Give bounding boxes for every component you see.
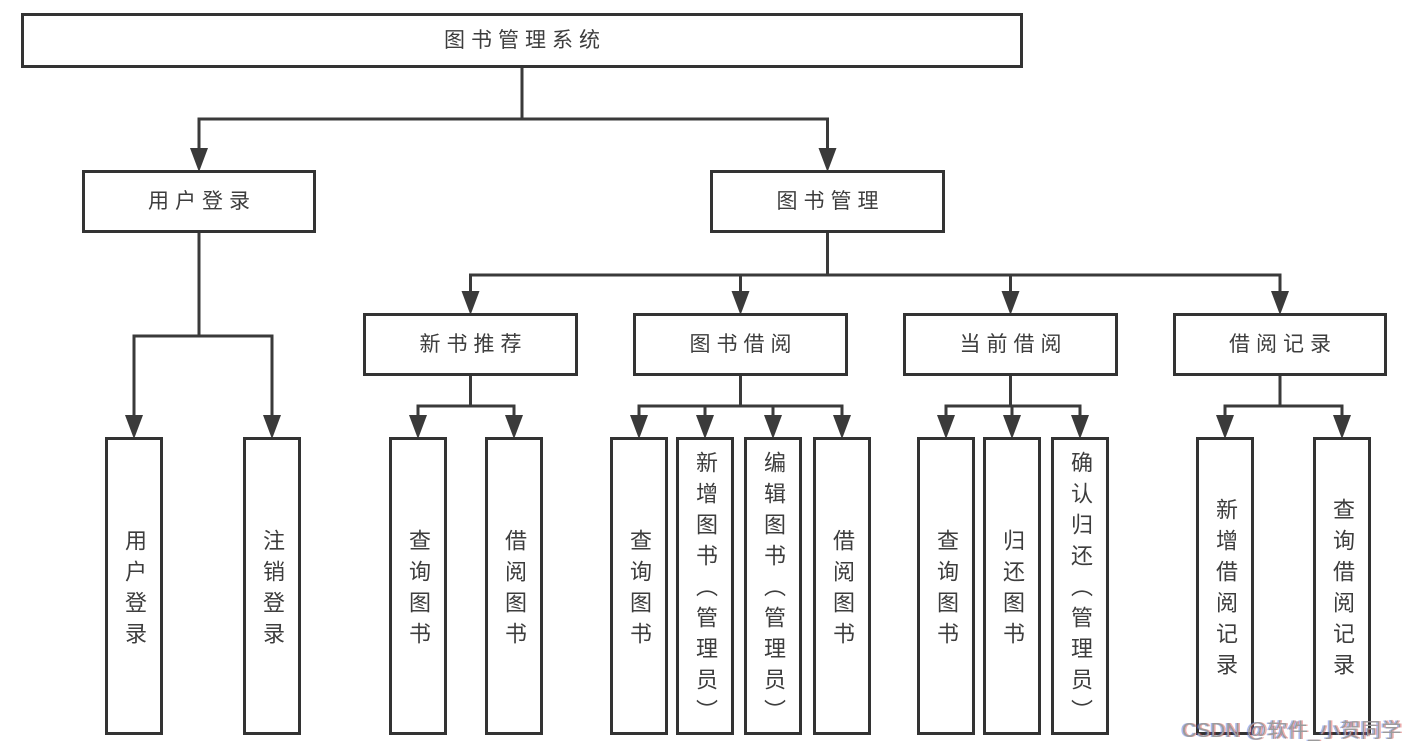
arrowhead-icon: [696, 415, 714, 439]
node-label-leaf-add-borrow-rec: 新增借阅记录: [1213, 497, 1238, 684]
node-leaf-query-books-2: 查询图书: [610, 437, 668, 735]
node-borrow-records: 借阅记录: [1173, 313, 1387, 376]
node-current-borrow: 当前借阅: [903, 313, 1118, 376]
node-leaf-logout: 注销登录: [243, 437, 301, 735]
node-label-new-book-rec: 新书推荐: [419, 333, 528, 356]
node-leaf-edit-books: 编辑图书（管理员）: [744, 437, 802, 735]
node-label-leaf-query-borrow-rec: 查询借阅记录: [1330, 497, 1355, 684]
node-label-book-borrow: 图书借阅: [689, 333, 798, 356]
arrowhead-icon: [630, 415, 648, 439]
node-label-leaf-query-books-1: 查询图书: [406, 528, 431, 653]
node-book-mgmt: 图书管理: [710, 170, 945, 233]
arrowhead-icon: [263, 415, 281, 439]
node-label-leaf-user-login: 用户登录: [122, 528, 147, 653]
arrowhead-icon: [1001, 291, 1020, 315]
arrowhead-icon: [190, 148, 208, 172]
arrowhead-icon: [125, 415, 143, 439]
node-label-borrow-records: 借阅记录: [1229, 333, 1337, 356]
arrowhead-icon: [818, 148, 837, 172]
node-label-user-login: 用户登录: [148, 190, 256, 213]
node-leaf-query-borrow-rec: 查询借阅记录: [1313, 437, 1371, 735]
node-label-leaf-query-books-2: 查询图书: [627, 528, 652, 653]
node-label-leaf-borrow-books-2: 借阅图书: [830, 528, 855, 653]
node-leaf-user-login: 用户登录: [105, 437, 163, 735]
node-label-leaf-return-books: 归还图书: [1000, 528, 1025, 653]
node-root: 图书管理系统: [21, 13, 1023, 68]
arrowhead-icon: [937, 415, 955, 439]
node-label-leaf-edit-books: 编辑图书（管理员）: [761, 451, 786, 730]
node-leaf-borrow-books-2: 借阅图书: [813, 437, 871, 735]
node-leaf-query-books-1: 查询图书: [389, 437, 447, 735]
csdn-watermark: CSDN @软件_小贺同学: [1181, 720, 1402, 742]
node-leaf-confirm-return: 确认归还（管理员）: [1051, 437, 1109, 735]
node-label-leaf-borrow-books-1: 借阅图书: [502, 528, 527, 653]
node-label-book-mgmt: 图书管理: [776, 190, 885, 213]
arrowhead-icon: [1216, 415, 1234, 439]
arrowhead-icon: [409, 415, 427, 439]
node-label-leaf-logout: 注销登录: [260, 528, 285, 653]
node-label-current-borrow: 当前借阅: [959, 333, 1068, 356]
node-leaf-return-books: 归还图书: [983, 437, 1041, 735]
node-new-book-rec: 新书推荐: [363, 313, 578, 376]
node-label-leaf-confirm-return: 确认归还（管理员）: [1068, 451, 1093, 730]
node-leaf-add-books: 新增图书（管理员）: [676, 437, 734, 735]
arrowhead-icon: [1333, 415, 1351, 439]
node-label-root: 图书管理系统: [444, 29, 606, 52]
arrowhead-icon: [731, 291, 750, 315]
node-label-leaf-add-books: 新增图书（管理员）: [693, 451, 718, 730]
node-user-login: 用户登录: [82, 170, 316, 233]
arrowhead-icon: [833, 415, 851, 439]
node-book-borrow: 图书借阅: [633, 313, 848, 376]
arrowhead-icon: [1271, 291, 1289, 315]
node-leaf-query-books-3: 查询图书: [917, 437, 975, 735]
arrowhead-icon: [1071, 415, 1089, 439]
node-label-leaf-query-books-3: 查询图书: [934, 528, 959, 653]
node-leaf-add-borrow-rec: 新增借阅记录: [1196, 437, 1254, 735]
arrowhead-icon: [461, 291, 480, 315]
arrowhead-icon: [505, 415, 523, 439]
node-leaf-borrow-books-1: 借阅图书: [485, 437, 543, 735]
arrowhead-icon: [764, 415, 782, 439]
arrowhead-icon: [1003, 415, 1021, 439]
